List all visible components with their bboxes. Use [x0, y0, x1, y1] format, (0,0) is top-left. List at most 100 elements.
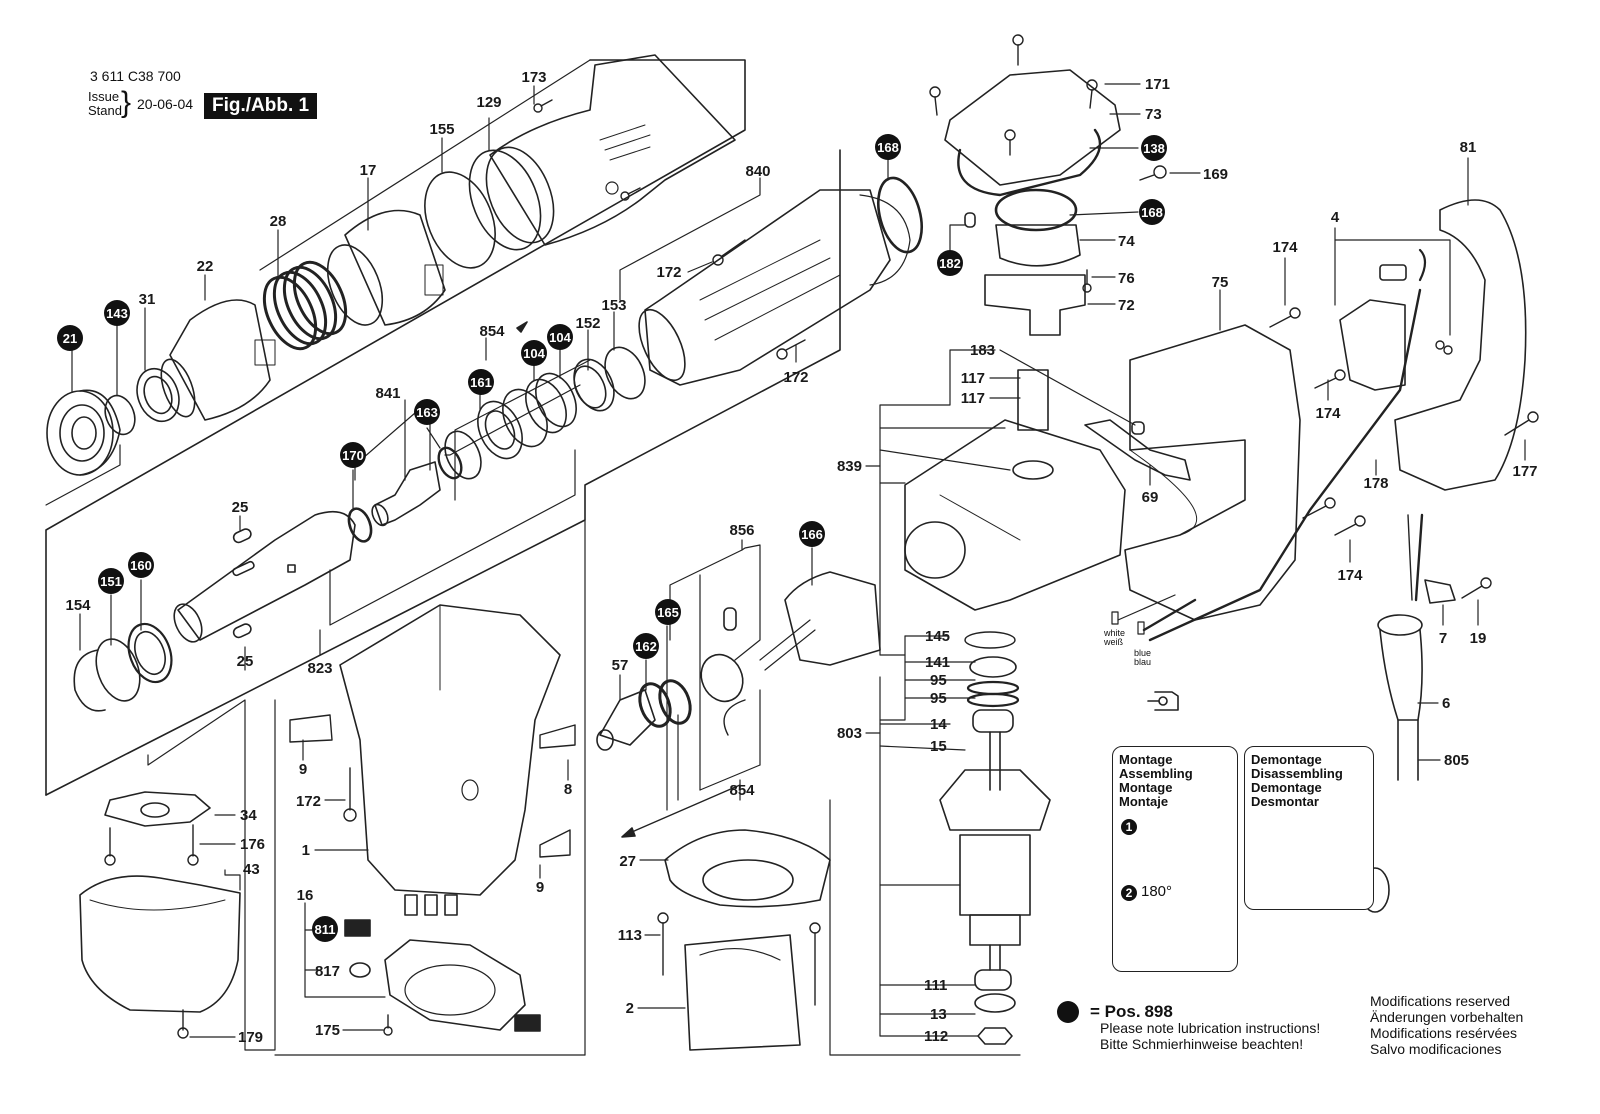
modifications-note: Modifications reserved Änderungen vorbeh…: [1370, 993, 1523, 1057]
callout-9b: 9: [536, 879, 544, 896]
callout-163: 163: [414, 399, 440, 425]
part-138-gasket: [957, 128, 1102, 197]
callout-176: 176: [240, 836, 265, 853]
svg-text:104: 104: [523, 346, 545, 361]
part-179-screw: [177, 1009, 189, 1039]
lubrication-position: 898: [1144, 1002, 1173, 1021]
lubrication-note-de: Bitte Schmierhinweise beachten!: [1100, 1036, 1304, 1052]
callout-75: 75: [1212, 274, 1229, 291]
assembling-line-4: Montaje: [1119, 794, 1169, 809]
callout-811: 811: [312, 916, 338, 942]
callout-161: 161: [468, 369, 494, 395]
callout-168a: 168: [875, 134, 901, 160]
modifications-line-en: Modifications reserved: [1370, 993, 1511, 1009]
callout-117b: 117: [961, 390, 985, 407]
part-840-guide-tube: [638, 189, 911, 386]
callout-143: 143: [104, 300, 130, 326]
svg-text:168: 168: [1141, 205, 1163, 220]
callout-21: 21: [57, 325, 83, 351]
wire-blue-de: blau: [1134, 657, 1152, 667]
part-856-piston: [700, 571, 881, 736]
part-168-o-ring: [877, 176, 923, 254]
part-152-ring: [573, 358, 615, 412]
callout-25a: 25: [232, 499, 249, 516]
callout-7: 7: [1439, 630, 1447, 647]
part-177-screw: [1504, 411, 1539, 436]
badge-callouts: 21 143 168 104 104 161 163 170 151 160 1…: [57, 134, 1167, 942]
part-163-ring: [437, 430, 482, 480]
part-1-motor-housing: [339, 604, 561, 916]
callout-182: 182: [937, 250, 963, 276]
assembling-instructions-box: Montage Assembling Montage Montaje 1 2 1…: [1112, 746, 1238, 972]
svg-text:165: 165: [657, 605, 679, 620]
modifications-line-de: Änderungen vorbehalten: [1370, 1009, 1524, 1025]
part-72-gear: [984, 274, 1086, 336]
wire-white-en: white: [1104, 628, 1126, 638]
callout-175: 175: [315, 1022, 340, 1039]
lubrication-dot-icon: [1057, 1001, 1079, 1023]
lubrication-note-en: Please note lubrication instructions!: [1100, 1020, 1321, 1036]
callout-69: 69: [1142, 489, 1159, 506]
callout-19: 19: [1470, 630, 1487, 647]
callout-174a: 174: [1272, 239, 1298, 256]
callout-165: 165: [655, 599, 681, 625]
arrow-icon: [621, 827, 636, 838]
svg-text:163: 163: [416, 405, 438, 420]
svg-text:161: 161: [470, 375, 492, 390]
part-176-screws: [104, 824, 199, 866]
callout-174c: 174: [1337, 567, 1363, 584]
callout-170: 170: [340, 442, 366, 468]
callout-141: 141: [925, 654, 950, 671]
callout-43: 43: [243, 861, 260, 878]
svg-text:138: 138: [1143, 141, 1165, 156]
leader-lines: [45, 83, 1526, 1056]
part-151-ring: [95, 638, 141, 702]
part-22-sleeve: [160, 299, 276, 421]
part-27-baffle: [664, 829, 831, 908]
step-1-badge: 1: [1121, 819, 1137, 835]
part-171-screws: [929, 34, 1098, 156]
part-69-lever: [1084, 419, 1191, 481]
modifications-line-fr: Modifications resérvées: [1370, 1025, 1518, 1041]
part-165-o-ring: [658, 679, 692, 725]
part-841-striker: [371, 461, 441, 527]
part-803-armature: [939, 631, 1051, 1045]
part-823-tube: [173, 510, 356, 643]
callout-57: 57: [612, 657, 629, 674]
part-162-o-ring: [638, 682, 672, 728]
callout-129: 129: [476, 94, 501, 111]
callout-174b: 174: [1315, 405, 1341, 422]
plain-callouts: 173 129 155 17 28 22 31 840 172 172 854 …: [65, 69, 1537, 1046]
callout-179: 179: [238, 1029, 263, 1046]
part-6-cable-sleeve: [1377, 513, 1424, 781]
callout-17: 17: [360, 162, 377, 179]
callout-854a: 854: [479, 323, 505, 340]
assembling-line-2: Assembling: [1119, 766, 1193, 781]
callout-25b: 25: [237, 653, 254, 670]
assembling-line-1: Montage: [1119, 752, 1173, 767]
callout-9a: 9: [299, 761, 307, 778]
part-172-screws: [712, 239, 806, 360]
part-19-screw: [1461, 577, 1492, 599]
issue-label: Issue Stand: [88, 90, 122, 118]
part-43-cap: [79, 875, 241, 1013]
svg-text:162: 162: [635, 639, 657, 654]
svg-text:160: 160: [130, 558, 152, 573]
disassembling-instructions-box: Demontage Disassembling Demontage Desmon…: [1244, 746, 1374, 910]
svg-text:182: 182: [939, 256, 961, 271]
callout-151: 151: [98, 568, 124, 594]
wire-label-blue: blue blau: [1134, 649, 1151, 667]
callout-113: 113: [618, 927, 642, 944]
callout-172b: 172: [783, 369, 808, 386]
callout-178: 178: [1363, 475, 1388, 492]
callout-6: 6: [1442, 695, 1450, 712]
svg-text:166: 166: [801, 527, 823, 542]
callout-13: 13: [930, 1006, 947, 1023]
part-811-carbon-brush: [344, 919, 371, 937]
disassembling-line-2: Disassembling: [1251, 766, 1343, 781]
figure-tag: Fig./Abb. 1: [204, 93, 318, 119]
callout-15: 15: [930, 738, 947, 755]
callout-840: 840: [745, 163, 770, 180]
